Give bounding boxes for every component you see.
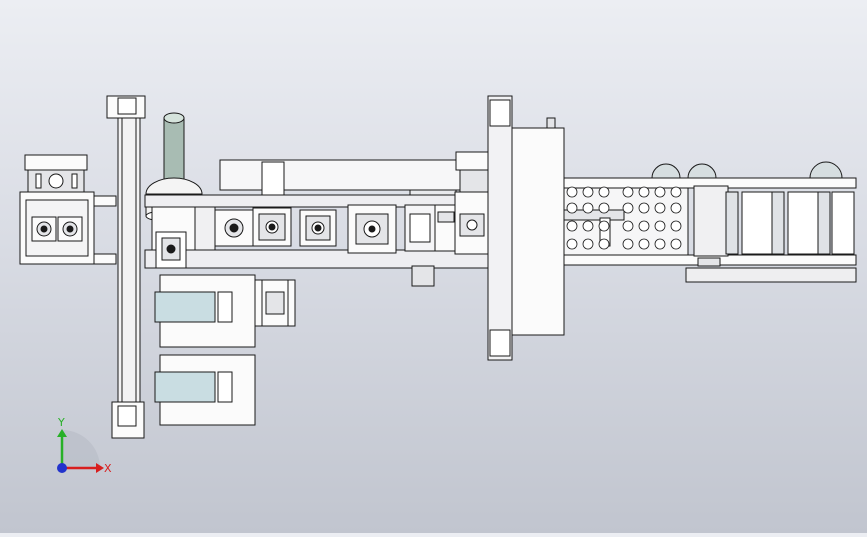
conveyor-hole bbox=[654, 202, 666, 214]
x-axis-label: X bbox=[104, 462, 112, 475]
coupling-section bbox=[404, 204, 458, 287]
conveyor-hole bbox=[638, 186, 650, 198]
conveyor-hole bbox=[582, 202, 594, 214]
conveyor-hole bbox=[622, 186, 634, 198]
lower-jig-upper bbox=[154, 274, 296, 348]
right-gearbox bbox=[454, 151, 493, 255]
triad-fan bbox=[62, 430, 100, 468]
x-axis-arrowhead bbox=[96, 463, 104, 473]
conveyor-hole bbox=[566, 238, 578, 250]
conveyor-hole bbox=[622, 220, 634, 232]
conveyor-wheels bbox=[651, 161, 843, 179]
conveyor-hole-grid bbox=[566, 186, 682, 250]
axis-triad: X Y bbox=[57, 416, 112, 475]
conveyor-hole bbox=[670, 186, 682, 198]
conveyor-hole bbox=[654, 186, 666, 198]
conveyor-hole bbox=[566, 220, 578, 232]
conveyor-hole bbox=[638, 202, 650, 214]
bearing-block-2 bbox=[252, 207, 292, 247]
vertical-mount-plate bbox=[487, 95, 565, 361]
conveyor-tag bbox=[697, 257, 721, 267]
conveyor-hole bbox=[566, 202, 578, 214]
z-axis-dot bbox=[57, 463, 67, 473]
conveyor-hole bbox=[622, 202, 634, 214]
conveyor-hole bbox=[670, 202, 682, 214]
conveyor-hole bbox=[598, 186, 610, 198]
y-axis-arrowhead bbox=[57, 429, 67, 437]
conveyor-hole bbox=[654, 220, 666, 232]
y-axis-label: Y bbox=[57, 416, 65, 429]
conveyor-hole bbox=[582, 238, 594, 250]
conveyor-hole bbox=[598, 238, 610, 250]
conveyor-rollers bbox=[693, 185, 855, 257]
lower-jig-lower bbox=[154, 354, 256, 426]
conveyor-hole bbox=[598, 202, 610, 214]
conveyor-hole bbox=[598, 220, 610, 232]
main-bed bbox=[144, 194, 491, 269]
conveyor-hole bbox=[582, 186, 594, 198]
left-gearbox-module bbox=[19, 154, 117, 265]
conveyor-hole bbox=[670, 238, 682, 250]
conveyor-hole bbox=[638, 238, 650, 250]
conveyor-hole bbox=[566, 186, 578, 198]
bearing-block-3 bbox=[299, 209, 337, 247]
conveyor-hole bbox=[638, 220, 650, 232]
left-vertical-column bbox=[106, 95, 146, 439]
conveyor-hole bbox=[582, 220, 594, 232]
bearing-block-1 bbox=[214, 209, 254, 247]
conveyor-hole bbox=[670, 220, 682, 232]
conveyor-hole bbox=[654, 238, 666, 250]
conveyor-hole bbox=[622, 238, 634, 250]
bearing-block-4 bbox=[347, 204, 397, 254]
